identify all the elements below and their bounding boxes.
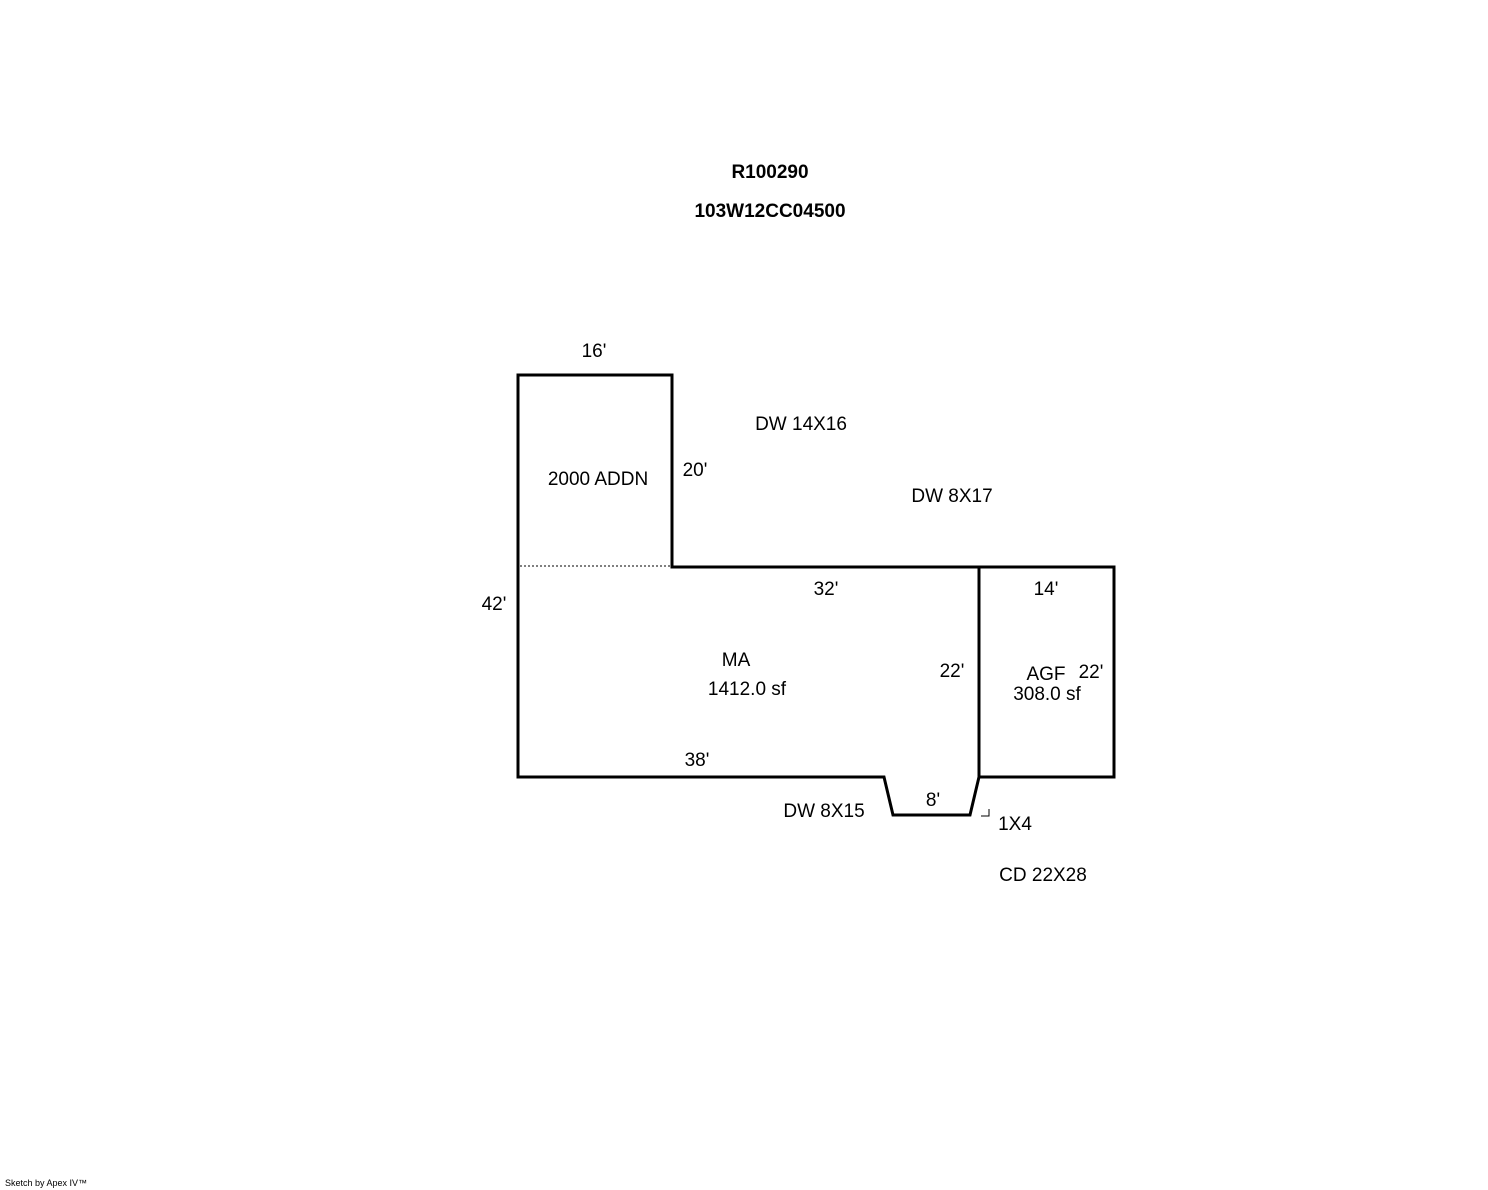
building-outline <box>516 373 981 817</box>
garage-area-size: 308.0 sf <box>1013 684 1081 705</box>
main-area-label: MA <box>722 650 751 671</box>
outbuilding-dw-14x16: DW 14X16 <box>755 414 847 435</box>
dim-garage-right: 22' <box>1079 662 1104 683</box>
stoop-marker <box>981 809 990 817</box>
dim-bump-bottom: 8' <box>926 790 940 811</box>
outbuilding-dw-8x15: DW 8X15 <box>783 801 864 822</box>
dim-main-left: 42' <box>482 594 507 615</box>
dim-addition-top: 16' <box>582 341 607 362</box>
garage-outline <box>977 565 1116 779</box>
addition-label: 2000 ADDN <box>548 469 648 490</box>
account-number: R100290 <box>731 162 808 183</box>
dim-addition-right: 20' <box>683 460 708 481</box>
parcel-number: 103W12CC04500 <box>694 201 845 222</box>
dim-main-top: 32' <box>814 579 839 600</box>
garage-label: AGF <box>1026 664 1065 685</box>
sketch-credit: Sketch by Apex IV™ <box>5 1178 87 1188</box>
dim-garage-top: 14' <box>1034 579 1059 600</box>
dim-main-bottom: 38' <box>685 750 710 771</box>
dim-main-right: 22' <box>940 661 965 682</box>
dim-stoop: 1X4 <box>998 814 1032 835</box>
outbuilding-dw-8x17: DW 8X17 <box>911 486 992 507</box>
outbuilding-cd-22x28: CD 22X28 <box>999 865 1087 886</box>
main-area-size: 1412.0 sf <box>708 679 787 700</box>
